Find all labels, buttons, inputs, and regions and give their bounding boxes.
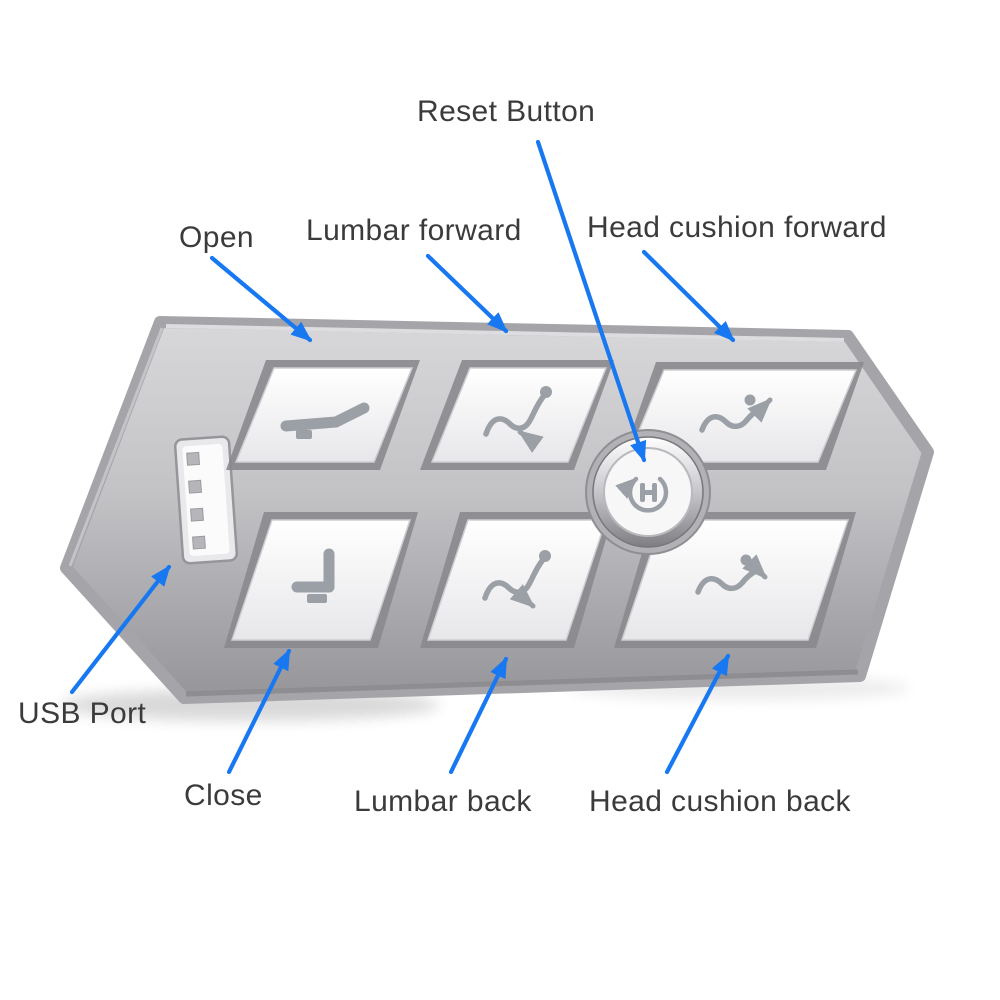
arrow-to-close-button [226, 648, 292, 775]
label-head-cushion-back: Head cushion back [589, 785, 851, 818]
usb-tongue [182, 444, 230, 556]
open-button [234, 367, 414, 463]
label-usb-port: USB Port [18, 697, 147, 730]
arrow-to-open-button [209, 255, 313, 343]
label-lumbar-forward: Lumbar forward [306, 214, 522, 247]
label-reset-button: Reset Button [417, 95, 596, 128]
label-close: Close [184, 779, 263, 812]
recline-close-icon [291, 548, 335, 603]
head-cushion-back-button [620, 519, 850, 641]
usb-pin [188, 479, 202, 494]
lumbar-back-button [426, 519, 608, 641]
usb-pin [190, 507, 204, 522]
reset-circular-arrow-icon [615, 476, 669, 513]
lumbar-forward-icon [483, 386, 552, 453]
label-open: Open [179, 221, 254, 254]
recline-open-icon [280, 402, 370, 439]
lumbar-back-icon [482, 550, 551, 609]
reset-button [585, 429, 711, 555]
label-lumbar-back: Lumbar back [354, 785, 532, 818]
arrow-to-head-cushion-back-button [664, 653, 731, 775]
body-bottom-rim [185, 669, 859, 697]
usb-pin [186, 451, 201, 466]
label-head-cushion-forward: Head cushion forward [587, 211, 887, 244]
close-button [230, 519, 412, 641]
head-cushion-forward-icon [699, 394, 773, 433]
arrow-to-head-cushion-forward-button [641, 249, 736, 343]
head-cushion-back-icon [695, 554, 768, 595]
arrow-to-lumbar-back-button [448, 656, 509, 775]
arrow-to-usb-port [69, 564, 172, 695]
usb-port [173, 435, 239, 565]
arrow-to-lumbar-forward-button [425, 253, 509, 334]
lumbar-forward-button [430, 367, 608, 463]
arrow-to-reset-button [535, 139, 647, 463]
usb-pin [192, 535, 206, 550]
body-left-highlight [68, 327, 164, 567]
